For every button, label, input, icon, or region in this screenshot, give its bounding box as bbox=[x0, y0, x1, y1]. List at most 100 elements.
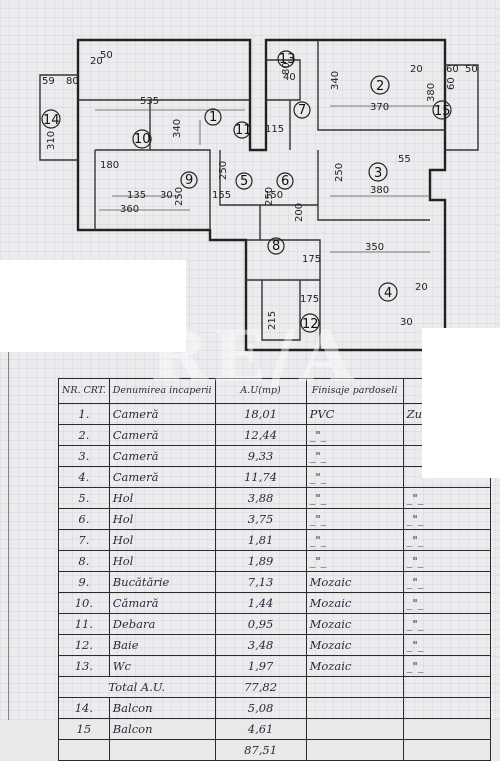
plan-outer-walls bbox=[76, 38, 447, 352]
room-number: 3 bbox=[374, 166, 382, 181]
cell-finish-2: _"_ bbox=[402, 655, 491, 677]
cell-finish-2: _"_ bbox=[402, 613, 491, 635]
dim-label: 60 bbox=[446, 77, 457, 90]
room-number: 1 bbox=[209, 110, 217, 125]
cell-finish-2: _"_ bbox=[402, 529, 491, 551]
room-marker-1 bbox=[204, 108, 222, 126]
room-marker-7 bbox=[293, 101, 311, 119]
room-marker-12 bbox=[300, 313, 320, 333]
dim-label: 250 bbox=[264, 187, 275, 206]
room-marker-5 bbox=[235, 172, 253, 190]
cell-finish-2: _"_ bbox=[402, 592, 491, 614]
cell-nr: 3. bbox=[58, 445, 110, 467]
cell-finish: PVC bbox=[305, 403, 404, 425]
dim-label: 370 bbox=[370, 102, 389, 113]
redaction-box-left bbox=[0, 260, 186, 352]
cell-empty bbox=[402, 739, 491, 761]
dim-label: 20 bbox=[415, 282, 428, 293]
room-marker-2 bbox=[370, 75, 390, 95]
cell-empty bbox=[305, 739, 404, 761]
cell-finish: _"_ bbox=[305, 424, 404, 446]
watermark: RE/A bbox=[150, 315, 358, 398]
cell-nr: 10. bbox=[58, 592, 110, 614]
room-number: 6 bbox=[281, 174, 289, 189]
plan-halls-walls bbox=[219, 150, 321, 350]
plan-room-3-walls bbox=[317, 150, 430, 221]
cell-name: Hol bbox=[108, 487, 216, 509]
cell-au: 3,75 bbox=[214, 508, 307, 530]
cell-au: 9,33 bbox=[214, 445, 307, 467]
table-row-grand-total: 87,51 bbox=[58, 739, 491, 761]
dim-label: 200 bbox=[294, 203, 305, 222]
cell-finish: Mozaic bbox=[305, 613, 404, 635]
cell-nr: 8. bbox=[58, 550, 110, 572]
cell-empty bbox=[305, 676, 404, 698]
cell-au: 1,89 bbox=[214, 550, 307, 572]
dim-label: 30 bbox=[400, 317, 413, 328]
plan-balcony-14 bbox=[39, 74, 78, 161]
dim-label: 340 bbox=[330, 71, 341, 90]
cell-au: 3,48 bbox=[214, 634, 307, 656]
dim-label: 250 bbox=[218, 161, 229, 180]
plan-wc-walls bbox=[266, 59, 301, 150]
dim-label: 350 bbox=[365, 242, 384, 253]
total-label: Total A.U. bbox=[58, 676, 216, 698]
cell-name: Wc bbox=[108, 655, 216, 677]
dim-label: 80 bbox=[66, 76, 79, 87]
cell-nr: 4. bbox=[58, 466, 110, 488]
dim-label: 80 bbox=[281, 62, 292, 75]
room-marker-14 bbox=[41, 109, 61, 129]
dim-label: 380 bbox=[370, 185, 389, 196]
dim-label: 535 bbox=[140, 96, 159, 107]
dim-label: 20 bbox=[410, 64, 423, 75]
total-value: 77,82 bbox=[214, 676, 307, 698]
cell-empty bbox=[58, 739, 110, 761]
dim-label: 59 bbox=[42, 76, 55, 87]
dim-label: 155 bbox=[212, 190, 231, 201]
dim-label: 55 bbox=[398, 154, 411, 165]
room-number: 13 bbox=[279, 52, 296, 67]
room-marker-6 bbox=[276, 172, 294, 190]
cell-au: 7,13 bbox=[214, 571, 307, 593]
room-number: 7 bbox=[298, 103, 306, 118]
cell-nr: 2. bbox=[58, 424, 110, 446]
room-number: 14 bbox=[43, 113, 60, 128]
dim-label: 175 bbox=[300, 294, 319, 305]
cell-au: 1,44 bbox=[214, 592, 307, 614]
cell-empty bbox=[402, 697, 491, 719]
cell-empty bbox=[305, 697, 404, 719]
room-number: 9 bbox=[185, 173, 193, 188]
cell-empty bbox=[305, 718, 404, 740]
cell-finish: _"_ bbox=[305, 550, 404, 572]
cell-finish-2: _"_ bbox=[402, 508, 491, 530]
dim-label: 310 bbox=[46, 131, 57, 150]
cell-finish: _"_ bbox=[305, 487, 404, 509]
cell-nr: 7. bbox=[58, 529, 110, 551]
room-marker-8 bbox=[267, 237, 285, 255]
cell-name: Baie bbox=[108, 634, 216, 656]
cell-nr: 15 bbox=[58, 718, 110, 740]
dim-label: 380 bbox=[426, 83, 437, 102]
dim-label: 40 bbox=[283, 72, 296, 83]
dim-label: 50 bbox=[100, 50, 113, 61]
cell-nr: 11. bbox=[58, 613, 110, 635]
room-number: 2 bbox=[376, 79, 384, 94]
cell-au: 1,97 bbox=[214, 655, 307, 677]
cell-name: Hol bbox=[108, 529, 216, 551]
header-finisaje: Finisaje pardoseli bbox=[305, 378, 404, 404]
plan-balcony-15 bbox=[445, 64, 479, 151]
cell-nr: 9. bbox=[58, 571, 110, 593]
room-marker-11 bbox=[233, 121, 251, 139]
dim-label: 50 bbox=[465, 64, 478, 75]
cell-name: Hol bbox=[108, 508, 216, 530]
plan-room-2-walls bbox=[317, 40, 445, 131]
